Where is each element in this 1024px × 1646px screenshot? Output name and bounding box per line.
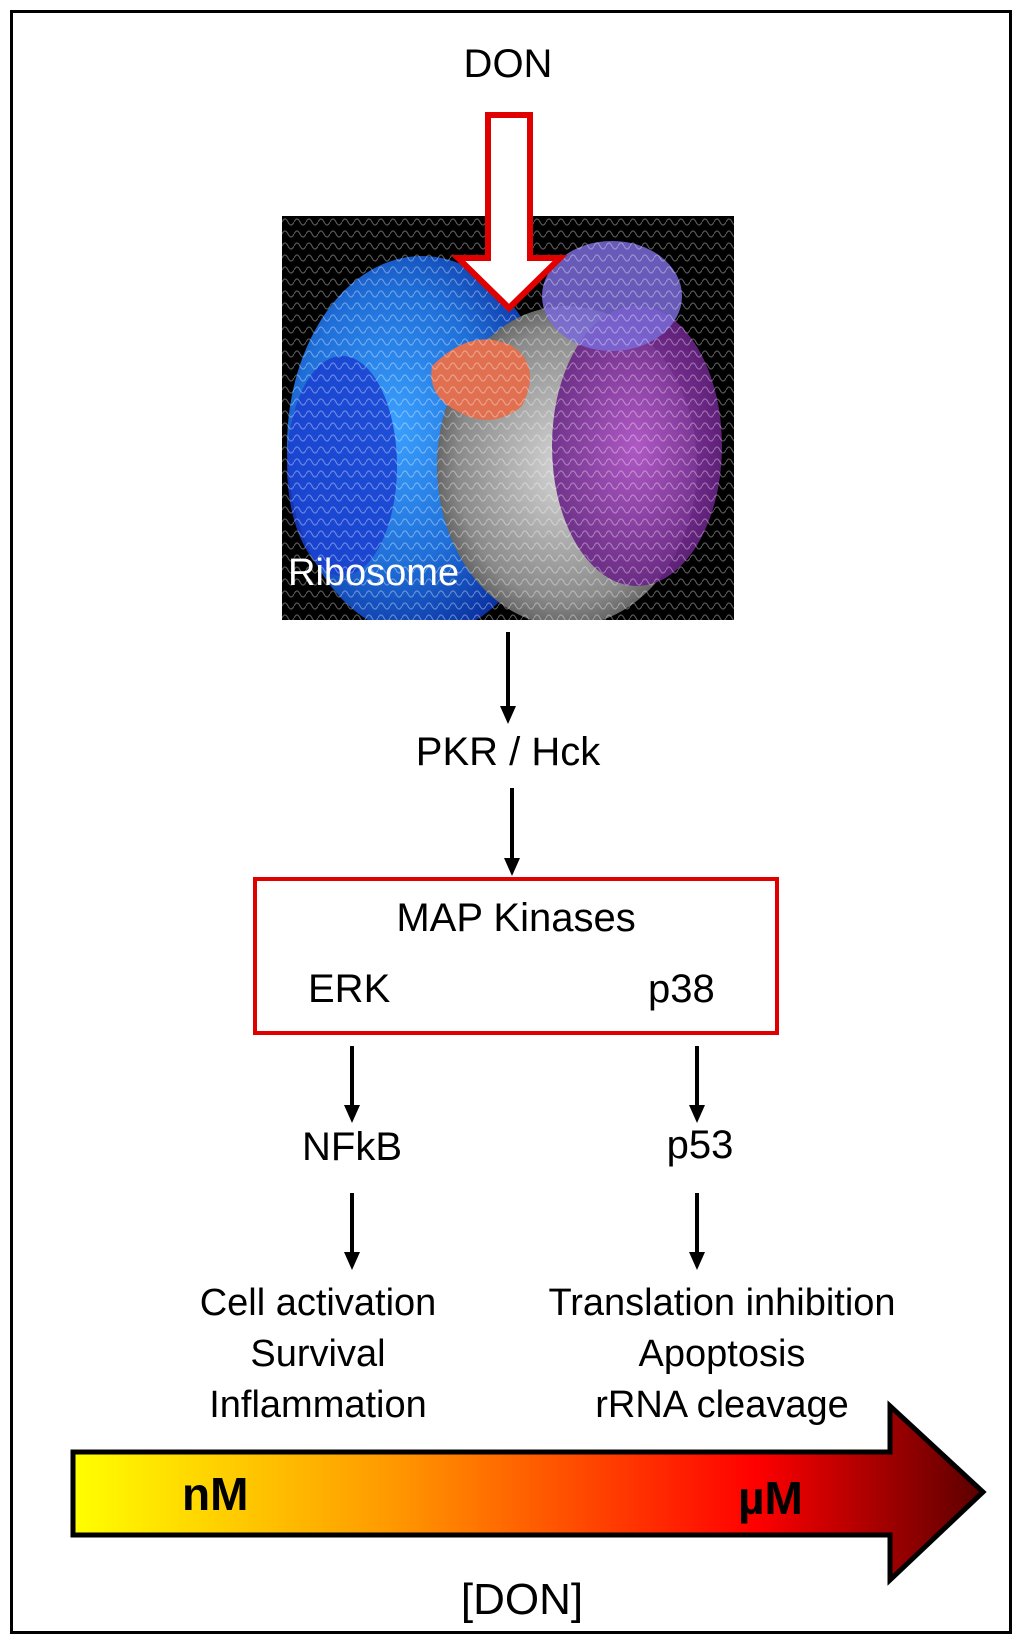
ribosome-structure-image: Ribosome: [282, 216, 734, 620]
don-red-arrow: [450, 112, 568, 313]
don-axis-label: [DON]: [460, 1575, 584, 1624]
erk-label: ERK: [308, 967, 391, 1011]
p38-label: p38: [648, 967, 715, 1011]
p53-label: p53: [666, 1123, 734, 1167]
outcome-apoptosis: Apoptosis: [638, 1333, 806, 1375]
pkr-hck-label: PKR / Hck: [415, 730, 601, 774]
arrow-p53-to-outcomes: [689, 1193, 705, 1270]
nfkb-label: NFkB: [302, 1125, 402, 1169]
arrow-ribosome-to-pkr: [500, 632, 516, 724]
ribosome-art: [282, 216, 734, 620]
outcome-inflammation: Inflammation: [209, 1384, 427, 1426]
arrow-p38-to-p53: [689, 1046, 705, 1123]
outcome-rrna-cleavage: rRNA cleavage: [595, 1384, 849, 1426]
left-outcomes: Cell activation Survival Inflammation: [200, 1278, 437, 1431]
outcome-survival: Survival: [250, 1333, 386, 1375]
nm-label: nM: [182, 1468, 249, 1520]
map-kinases-box: [253, 877, 779, 1035]
right-outcomes: Translation inhibition Apoptosis rRNA cl…: [548, 1278, 895, 1431]
arrow-pkr-to-map: [504, 788, 520, 876]
ribosome-label: Ribosome: [288, 552, 460, 594]
map-kinases-title: MAP Kinases: [396, 896, 636, 940]
arrow-erk-to-nfkb: [344, 1046, 360, 1123]
outcome-cell-activation: Cell activation: [199, 1282, 437, 1324]
um-label: µM: [738, 1472, 803, 1524]
arrow-nfkb-to-outcomes: [344, 1193, 360, 1270]
don-top-label: DON: [463, 42, 553, 86]
dose-gradient-arrow: [70, 1400, 987, 1586]
outcome-translation-inhibition: Translation inhibition: [548, 1282, 896, 1324]
